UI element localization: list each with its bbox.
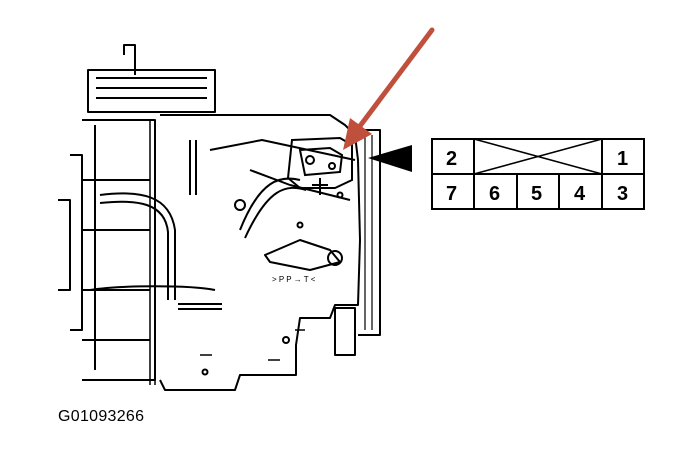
connector-pinout: 2 1 7 6 5 4 3 <box>431 138 645 210</box>
hvac-housing <box>58 44 381 391</box>
pin-label: 3 <box>617 183 628 205</box>
figure-id: G01093266 <box>58 408 145 425</box>
pin-label: 2 <box>446 148 457 170</box>
pin-label: 6 <box>489 183 500 205</box>
pin-label: 1 <box>617 148 628 170</box>
hvac-unit-diagram: > P P → T < 2 1 7 6 5 4 3 <box>58 27 645 391</box>
pointer-arrow-icon <box>343 27 435 150</box>
annotation-text: > P P → T < <box>272 275 316 284</box>
pin-label: 5 <box>531 183 542 205</box>
actuator-motor <box>286 136 353 195</box>
pin-label: 7 <box>446 183 457 205</box>
connector-lead-icon <box>368 145 412 172</box>
pin-label: 4 <box>574 183 586 205</box>
